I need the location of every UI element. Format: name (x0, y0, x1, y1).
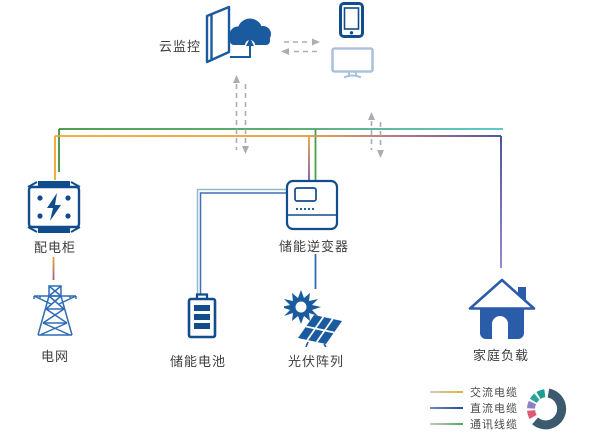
dc-cable-battery-outer (196, 188, 287, 295)
house-icon (468, 278, 536, 339)
legend-item-ac: 交流电缆 (430, 384, 518, 400)
ac-cable-swatch (430, 391, 463, 393)
cloud-upload-icon (205, 5, 271, 64)
dashed-comm-arrows-cloud (235, 41, 382, 150)
dc-cable-swatch (430, 407, 463, 409)
pv-label: 光伏阵列 (287, 354, 344, 369)
dc-cable-label: 直流电缆 (470, 403, 518, 415)
battery-label: 储能电池 (169, 354, 226, 369)
cabinet-label: 配电柜 (33, 240, 76, 255)
comm-cable-label: 通讯线缆 (470, 419, 518, 431)
distribution-cabinet-icon (27, 181, 81, 233)
cloud-monitor-label: 云监控 (158, 39, 201, 54)
legend: 交流电缆 直流电缆 通讯线缆 (430, 384, 518, 432)
inverter-icon (285, 179, 339, 231)
home-label: 家庭负载 (472, 348, 529, 363)
desktop-monitor-icon (331, 47, 374, 79)
comm-cable-swatch (430, 423, 463, 425)
dashed-arrowheads (233, 38, 384, 158)
ac-cable-label: 交流电缆 (470, 387, 518, 399)
battery-icon (187, 293, 217, 339)
grid-label: 电网 (40, 349, 69, 364)
solar-panel-sun-icon (284, 290, 342, 347)
transmission-tower-icon (33, 285, 77, 336)
inverter-label: 储能逆变器 (279, 239, 350, 254)
dc-cable-battery-inner (199, 192, 287, 295)
legend-item-comm: 通讯线缆 (430, 416, 518, 432)
brand-ring-logo (527, 388, 567, 430)
smartphone-icon (339, 2, 364, 38)
legend-item-dc: 直流电缆 (430, 400, 518, 416)
